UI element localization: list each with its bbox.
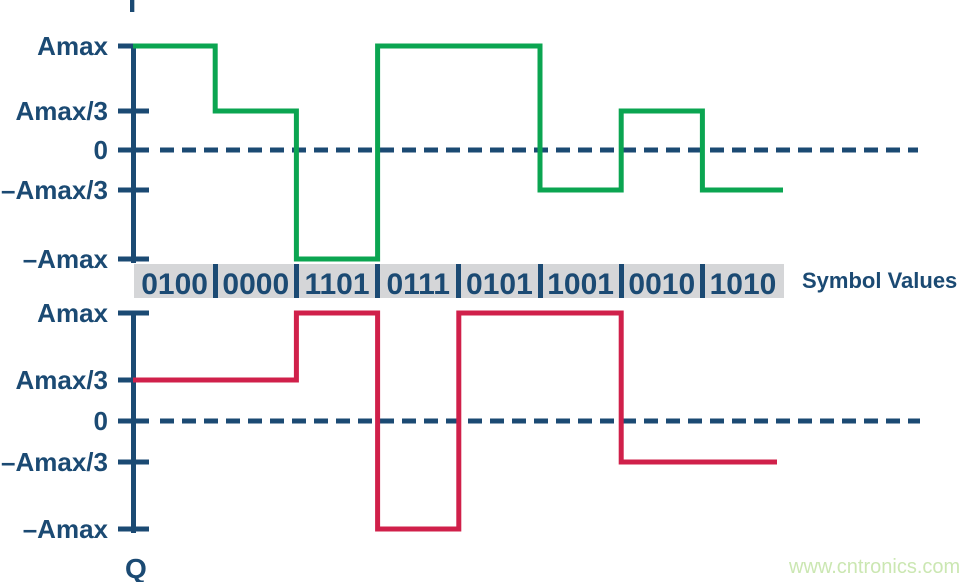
symbol-value-0000: 0000 [222,268,290,301]
symbol-values-label: Symbol Values [802,268,958,293]
i-waveform [133,43,783,262]
symbol-value-1101: 1101 [304,268,370,301]
i-channel-label: I [128,0,137,19]
i-tick--Amax [118,256,149,262]
symbol-value-0010: 0010 [628,268,696,301]
symbol-value-0101: 0101 [466,268,533,301]
q-waveform [133,310,777,532]
q-tick-Amax [118,310,149,316]
watermark: www.cntronics.com [789,556,961,578]
symbol-band-divider [375,264,381,298]
symbol-band-divider [699,264,705,298]
symbol-value-1001: 1001 [547,268,614,301]
symbol-band-divider [212,264,218,298]
symbol-value-1010: 1010 [709,268,777,301]
i-tick-Amax/3 [118,108,149,114]
q-channel-label: Q [125,553,147,582]
symbol-band-divider [293,264,299,298]
q-tick-0 [118,418,149,424]
q-tick--Amax [118,526,149,532]
symbol-band-divider [456,264,462,298]
symbol-band-divider [618,264,624,298]
symbol-band-divider [537,264,543,298]
i-axis-line [131,43,136,263]
i-tick-0 [118,147,149,153]
i-tick--Amax/3 [118,187,149,193]
symbol-value-0100: 0100 [141,268,208,301]
q-tick--Amax/3 [118,459,149,465]
symbol-value-0111: 0111 [386,268,450,301]
